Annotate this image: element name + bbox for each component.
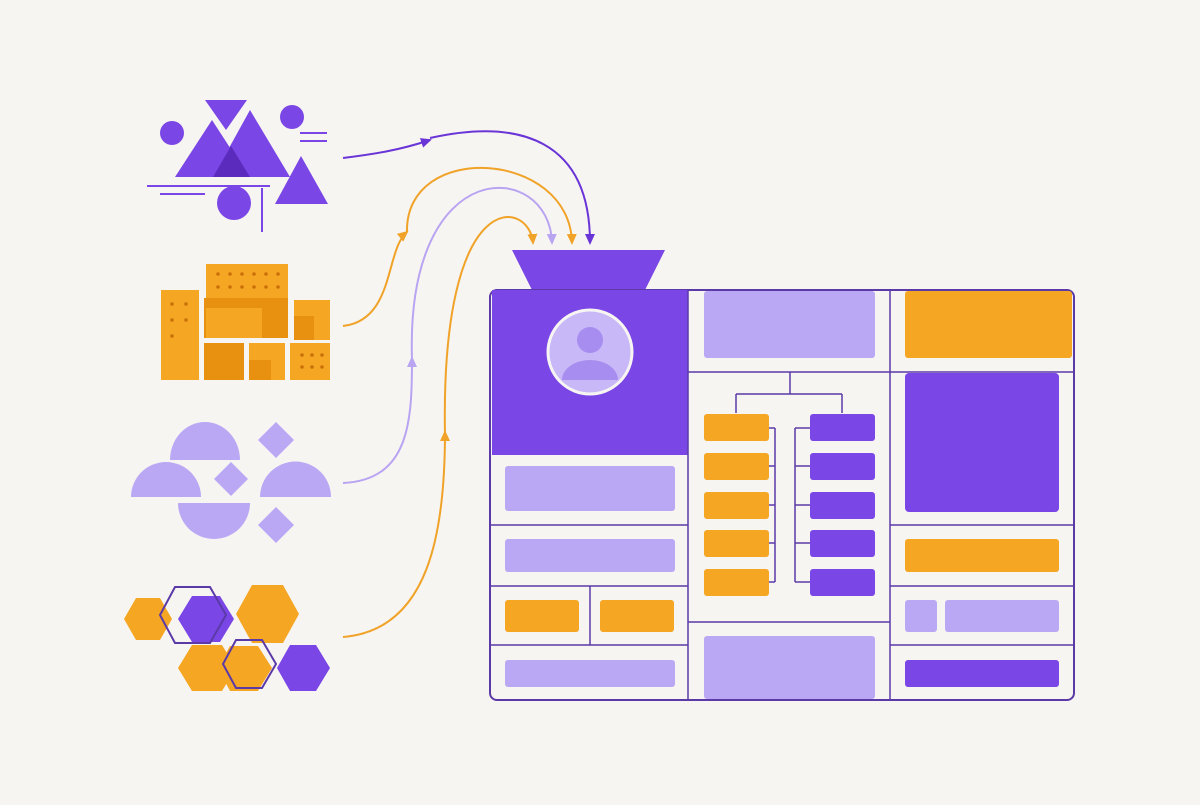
- shapes-triangles-circles-icon: [147, 100, 328, 232]
- tree-node-right: [810, 453, 875, 480]
- lavender-semicircles-diamonds-icon: [131, 422, 331, 543]
- hexagons-icon: [124, 585, 330, 691]
- tree-node-right: [810, 492, 875, 519]
- left-block-2: [505, 539, 675, 572]
- left-block-1: [505, 466, 675, 511]
- tree-node-right: [810, 414, 875, 441]
- right-orange-bar: [905, 539, 1059, 572]
- right-purple-bar: [905, 660, 1059, 687]
- arrow-purple-long: [429, 130, 595, 245]
- arrow-orange-hexagons-to-funnel: [443, 216, 538, 437]
- user-avatar-icon: [546, 308, 634, 396]
- left-block-3: [505, 660, 675, 687]
- arrow-orange-from-hexagons: [342, 430, 450, 638]
- middle-bottom-block: [704, 636, 875, 699]
- right-lavender-bar: [945, 600, 1059, 632]
- orange-blocks-icon: [161, 264, 330, 380]
- tree-node-left: [704, 492, 769, 519]
- arrow-lavender-from-semicircles: [342, 356, 417, 484]
- tree-node-left: [704, 414, 769, 441]
- tree-diagram: [704, 372, 875, 596]
- right-small-square: [905, 600, 937, 632]
- tree-node-left: [704, 453, 769, 480]
- arrow-orange-from-blocks: [342, 230, 409, 327]
- right-top-block: [905, 291, 1072, 358]
- tree-node-right: [810, 530, 875, 557]
- right-feature-block: [905, 373, 1059, 512]
- tree-node-right: [810, 569, 875, 596]
- left-orange-btn-2: [600, 600, 674, 632]
- middle-top-block: [704, 291, 875, 358]
- flow-arrows: [342, 130, 595, 638]
- arrow-purple-short: [342, 138, 432, 159]
- left-orange-btn-1: [505, 600, 579, 632]
- arrow-lavender-to-funnel: [410, 187, 557, 361]
- arrow-orange-blocks-to-funnel: [405, 166, 577, 245]
- tree-node-left: [704, 530, 769, 557]
- funnel-icon: [512, 250, 665, 290]
- dashboard-wireframe: [489, 289, 1075, 701]
- tree-node-left: [704, 569, 769, 596]
